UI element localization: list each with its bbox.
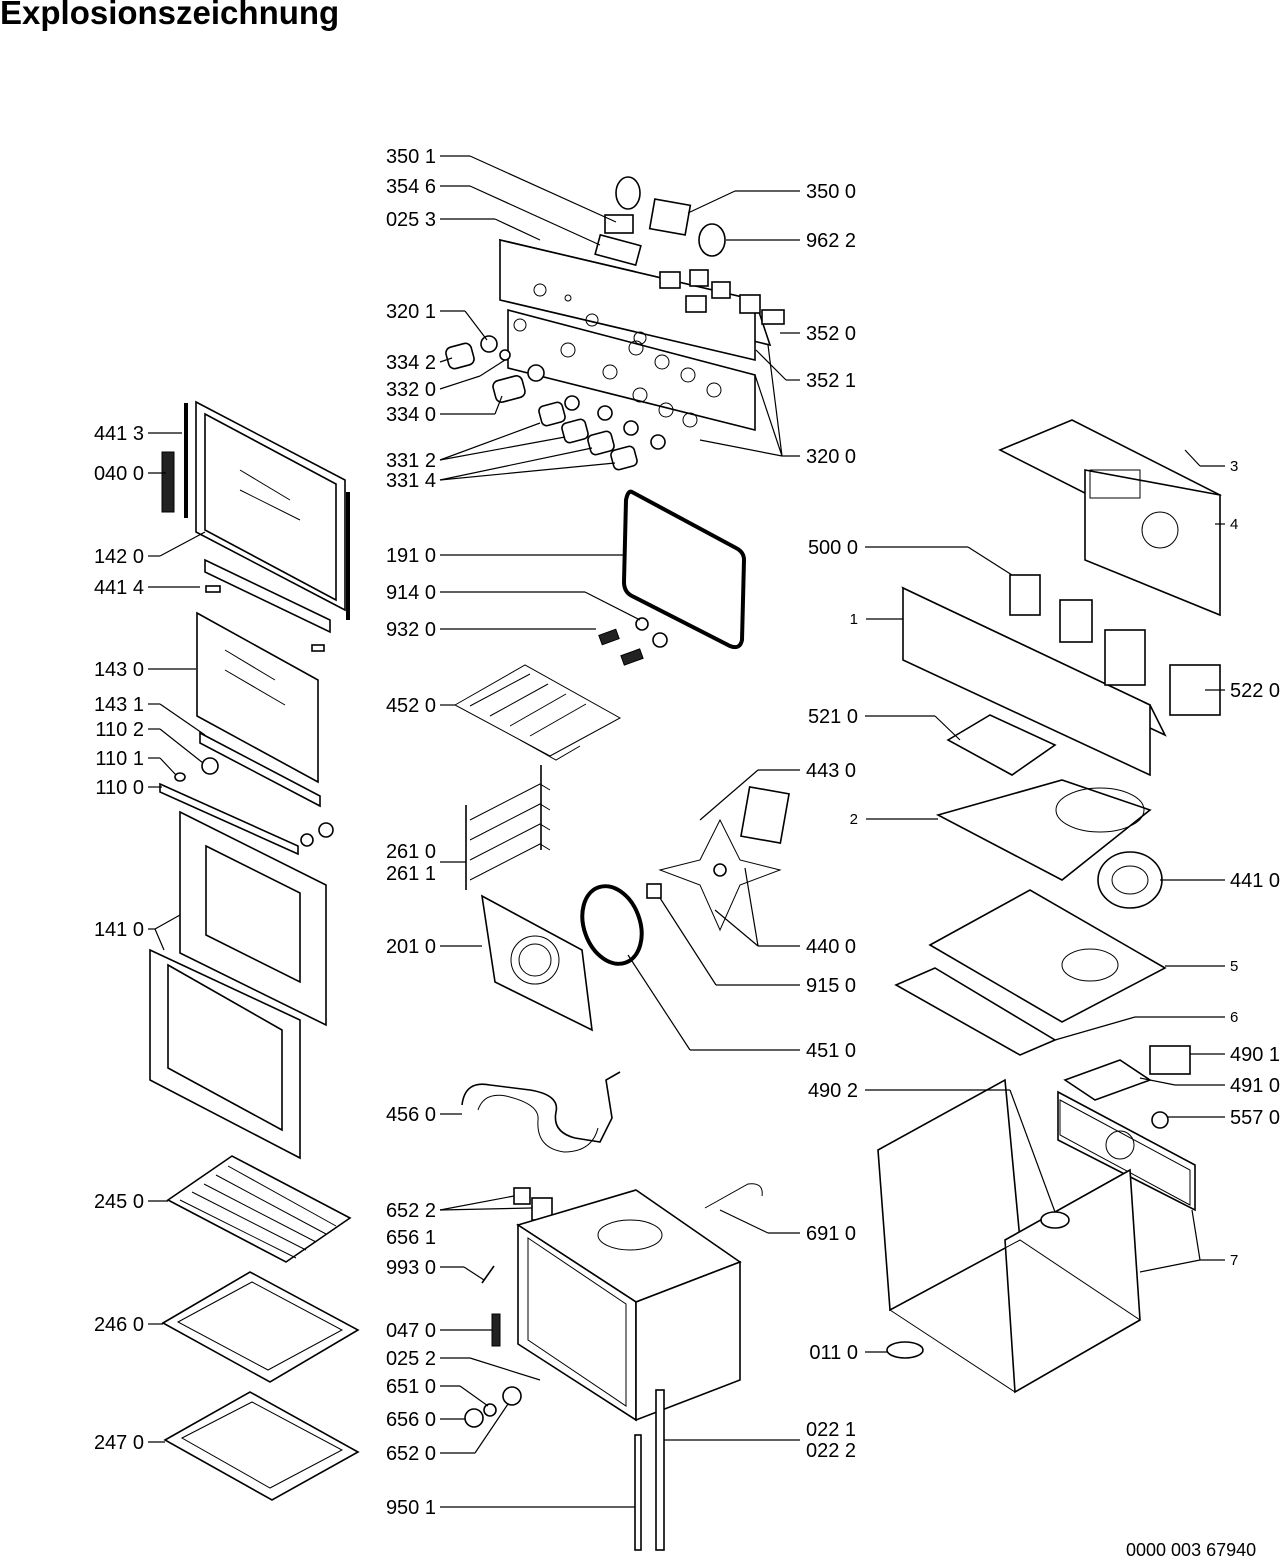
label-110-2: 110 2 [95, 719, 144, 741]
label-143-0: 143 0 [94, 659, 144, 681]
label-110-0: 110 0 [95, 777, 144, 799]
label-022-1: 022 1 [806, 1419, 856, 1441]
label-3: 3 [1230, 458, 1238, 475]
label-022-2: 022 2 [806, 1440, 856, 1462]
trays-group [161, 1155, 360, 1501]
label-451-0: 451 0 [806, 1040, 856, 1062]
control-panel-group [445, 176, 785, 471]
label-247-0: 247 0 [94, 1432, 144, 1454]
center-parts-group [453, 489, 790, 1551]
label-557-0: 557 0 [1230, 1107, 1280, 1129]
label-025-3: 025 3 [386, 209, 436, 231]
leader-lines [148, 155, 1225, 1508]
label-352-1: 352 1 [806, 370, 856, 392]
label-245-0: 245 0 [94, 1191, 144, 1213]
label-4: 4 [1230, 516, 1238, 533]
label-110-1: 110 1 [95, 748, 144, 770]
label-331-4: 331 4 [386, 470, 436, 492]
label-522-0: 522 0 [1230, 680, 1280, 702]
label-456-0: 456 0 [386, 1104, 436, 1126]
label-025-2: 025 2 [386, 1348, 436, 1370]
label-320-0: 320 0 [806, 446, 856, 468]
document-code: 0000 003 67940 [1126, 1540, 1257, 1560]
label-452-0: 452 0 [386, 695, 436, 717]
label-2: 2 [850, 811, 858, 828]
label-914-0: 914 0 [386, 582, 436, 604]
page-title: Explosionszeichnung [0, 0, 340, 31]
label-915-0: 915 0 [806, 975, 856, 997]
label-490-1: 490 1 [1230, 1044, 1280, 1066]
label-040-0: 040 0 [94, 463, 144, 485]
right-parts-group [877, 419, 1222, 1394]
label-1: 1 [850, 611, 858, 628]
label-332-0: 332 0 [386, 379, 436, 401]
label-334-0: 334 0 [386, 404, 436, 426]
label-354-6: 354 6 [386, 176, 436, 198]
label-652-2: 652 2 [386, 1200, 436, 1222]
label-691-0: 691 0 [806, 1223, 856, 1245]
label-932-0: 932 0 [386, 619, 436, 641]
label-141-0: 141 0 [94, 919, 144, 941]
label-191-0: 191 0 [386, 545, 436, 567]
label-261-0: 261 0 [386, 841, 436, 863]
label-441-0: 441 0 [1230, 870, 1280, 892]
label-047-0: 047 0 [386, 1320, 436, 1342]
label-5: 5 [1230, 958, 1238, 975]
label-6: 6 [1230, 1009, 1238, 1026]
label-950-1: 950 1 [386, 1497, 436, 1519]
label-246-0: 246 0 [94, 1314, 144, 1336]
label-331-2: 331 2 [386, 450, 436, 472]
label-443-0: 443 0 [806, 760, 856, 782]
label-320-1: 320 1 [386, 301, 436, 323]
label-201-0: 201 0 [386, 936, 436, 958]
label-993-0: 993 0 [386, 1257, 436, 1279]
label-652-0: 652 0 [386, 1443, 436, 1465]
label-490-2: 490 2 [808, 1080, 858, 1102]
label-143-1: 143 1 [94, 694, 144, 716]
door-assembly-group [149, 400, 350, 1160]
label-962-2: 962 2 [806, 230, 856, 252]
label-350-0: 350 0 [806, 181, 856, 203]
label-350-1: 350 1 [386, 146, 436, 168]
label-011-0: 011 0 [809, 1342, 858, 1364]
label-334-2: 334 2 [386, 352, 436, 374]
label-7: 7 [1230, 1252, 1238, 1269]
label-656-1: 656 1 [386, 1227, 436, 1249]
part-labels: 350 1 354 6 025 3 320 1 334 2 332 0 334 … [94, 146, 1280, 1519]
label-656-0: 656 0 [386, 1409, 436, 1431]
label-261-1: 261 1 [386, 863, 436, 885]
label-521-0: 521 0 [808, 706, 858, 728]
label-142-0: 142 0 [94, 546, 144, 568]
label-491-0: 491 0 [1230, 1075, 1280, 1097]
label-441-4: 441 4 [94, 577, 144, 599]
label-440-0: 440 0 [806, 936, 856, 958]
label-651-0: 651 0 [386, 1376, 436, 1398]
label-500-0: 500 0 [808, 537, 858, 559]
label-352-0: 352 0 [806, 323, 856, 345]
label-441-3: 441 3 [94, 423, 144, 445]
